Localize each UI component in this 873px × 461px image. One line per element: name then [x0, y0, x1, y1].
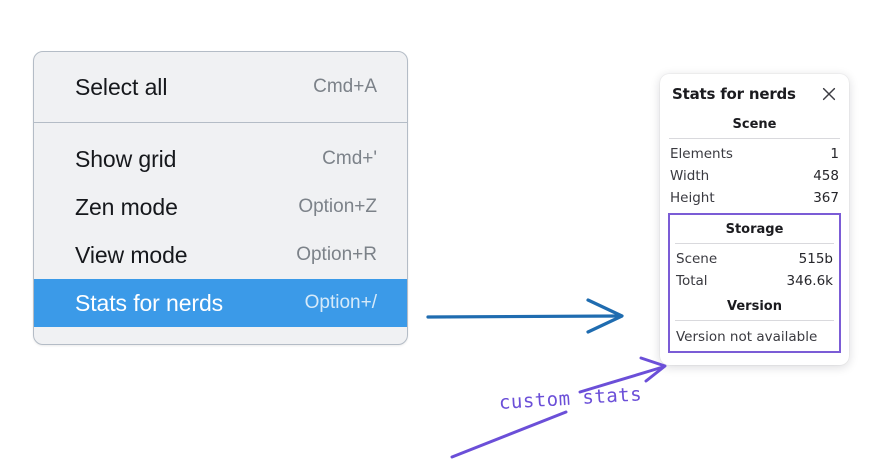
- menu-item-shortcut: Option+/: [304, 292, 377, 313]
- blue-arrow-annotation: [426, 298, 624, 334]
- stat-value: 458: [813, 168, 839, 184]
- version-note: Version not available: [676, 329, 818, 345]
- stat-label: Scene: [676, 251, 718, 267]
- menu-item-label: Stats for nerds: [75, 289, 224, 316]
- stat-row: Height 367: [668, 187, 841, 209]
- scene-heading: Scene: [732, 117, 777, 132]
- panel-title: Stats for nerds: [672, 85, 796, 103]
- stat-value: 367: [813, 190, 839, 206]
- menu-item-shortcut: Cmd+A: [313, 76, 377, 97]
- stat-row: Scene 515b: [674, 248, 835, 270]
- version-rule: [675, 320, 834, 321]
- menu-item-label: View mode: [75, 241, 188, 268]
- menu-item-label: Select all: [75, 73, 168, 100]
- menu-top-padding: [34, 52, 407, 63]
- menu-separator: [34, 122, 407, 123]
- menu-item-label: Show grid: [75, 145, 177, 172]
- custom-stats-highlight-box: Storage Scene 515b Total 346.6k Version …: [668, 213, 841, 353]
- menu-item-label: Zen mode: [75, 193, 178, 220]
- menu-item-shortcut: Cmd+': [322, 148, 377, 169]
- purple-underline-annotation: [450, 410, 568, 459]
- panel-body: Scene Elements 1 Width 458 Height 367 St…: [660, 110, 849, 365]
- menu-item-shortcut: Option+Z: [298, 196, 377, 217]
- menu-bottom-padding: [34, 327, 407, 344]
- stat-row: Elements 1: [668, 143, 841, 165]
- scene-section: Scene Elements 1 Width 458 Height 367: [668, 110, 841, 209]
- stat-label: Width: [670, 168, 710, 184]
- menu-item-select-all[interactable]: Select all Cmd+A: [34, 63, 407, 111]
- annotation-label-custom-stats: custom stats: [498, 383, 643, 414]
- menu-item-shortcut: Option+R: [296, 244, 377, 265]
- stat-label: Total: [676, 273, 708, 289]
- menu-group-2-padding: [34, 123, 407, 135]
- panel-header: Stats for nerds: [660, 74, 849, 110]
- storage-rule: [675, 243, 834, 244]
- stat-label: Height: [670, 190, 715, 206]
- stat-value: 346.6k: [786, 273, 833, 289]
- close-icon[interactable]: [820, 85, 838, 103]
- version-section: Version Version not available: [674, 292, 835, 347]
- version-heading: Version: [727, 299, 782, 314]
- menu-item-show-grid[interactable]: Show grid Cmd+': [34, 135, 407, 183]
- stat-value: 1: [830, 146, 839, 162]
- storage-heading: Storage: [725, 222, 784, 237]
- menu-item-zen-mode[interactable]: Zen mode Option+Z: [34, 183, 407, 231]
- menu-item-stats-for-nerds[interactable]: Stats for nerds Option+/: [34, 279, 407, 327]
- storage-section: Storage Scene 515b Total 346.6k: [674, 215, 835, 292]
- stat-row: Width 458: [668, 165, 841, 187]
- stat-label: Elements: [670, 146, 733, 162]
- scene-rule: [669, 138, 840, 139]
- context-menu[interactable]: Select all Cmd+A Show grid Cmd+' Zen mod…: [33, 51, 408, 345]
- menu-group-2: Show grid Cmd+' Zen mode Option+Z View m…: [34, 135, 407, 327]
- stat-row: Total 346.6k: [674, 270, 835, 292]
- menu-group-1: Select all Cmd+A: [34, 63, 407, 111]
- stats-for-nerds-panel: Stats for nerds Scene Elements 1 Width 4…: [660, 74, 849, 365]
- stat-value: 515b: [798, 251, 833, 267]
- menu-item-view-mode[interactable]: View mode Option+R: [34, 231, 407, 279]
